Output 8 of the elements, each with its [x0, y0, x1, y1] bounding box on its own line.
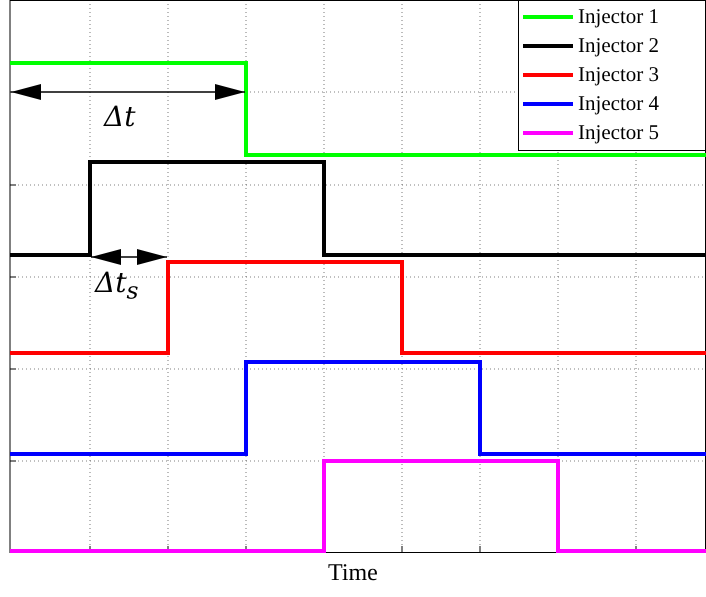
- legend-label: Injector 3: [578, 62, 660, 87]
- axis-title: Time: [328, 560, 378, 587]
- legend-label: Injector 5: [578, 120, 660, 145]
- interval-label: Δt: [104, 100, 136, 133]
- interval-label: Δt$_{s}$: [95, 266, 138, 305]
- legend-label: Injector 4: [578, 91, 660, 116]
- legend-label: Injector 1: [578, 4, 660, 29]
- legend-label: Injector 2: [578, 33, 660, 58]
